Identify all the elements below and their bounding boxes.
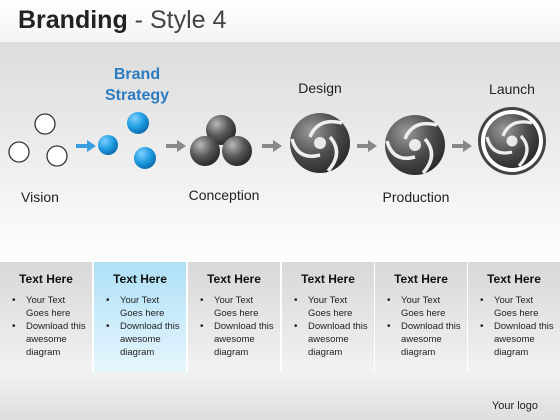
three-gray-spheres-icon xyxy=(190,115,252,166)
text-column: Text Here Your Text Goes here Download t… xyxy=(282,262,374,372)
bullet-list: Your Text Goes here Download this awesom… xyxy=(198,294,278,359)
text-column: Text Here Your Text Goes here Download t… xyxy=(468,262,560,372)
column-heading: Text Here xyxy=(394,272,448,286)
arrow-right-icon xyxy=(357,140,377,152)
step-label-conception: Conception xyxy=(188,187,260,203)
bullet-item: Your Text Goes here xyxy=(198,294,278,320)
bullet-item: Your Text Goes here xyxy=(385,294,465,320)
bullet-list: Your Text Goes here Download this awesom… xyxy=(292,294,372,359)
step-label-vision: Vision xyxy=(21,189,59,205)
column-heading: Text Here xyxy=(207,272,261,286)
arrow-right-icon xyxy=(166,140,186,152)
bullet-list: Your Text Goes here Download this awesom… xyxy=(478,294,558,359)
text-column: Text Here Your Text Goes here Download t… xyxy=(0,262,92,372)
bullet-list: Your Text Goes here Download this awesom… xyxy=(104,294,184,359)
bullet-item: Your Text Goes here xyxy=(478,294,558,320)
bullet-item: Your Text Goes here xyxy=(104,294,184,320)
arrow-right-icon xyxy=(452,140,472,152)
swirl-circle-icon xyxy=(290,113,350,173)
three-blue-balls-icon xyxy=(98,112,156,169)
column-heading: Text Here xyxy=(19,272,73,286)
page-title: Branding - Style 4 xyxy=(18,6,226,35)
step-label-launch: Launch xyxy=(489,81,535,97)
title-bar: Branding - Style 4 xyxy=(0,0,560,42)
arrow-right-icon xyxy=(76,140,96,152)
title-sub: - Style 4 xyxy=(134,6,227,34)
logo-placeholder: Your logo xyxy=(491,400,538,412)
swirl-circle-icon xyxy=(385,115,445,175)
text-column: Text Here Your Text Goes here Download t… xyxy=(188,262,280,372)
column-heading: Text Here xyxy=(113,272,167,286)
bullet-item: Your Text Goes here xyxy=(10,294,90,320)
text-column: Text Here Your Text Goes here Download t… xyxy=(375,262,467,372)
title-main: Branding xyxy=(18,6,128,34)
step-label-brand-strategy: Brand Strategy xyxy=(104,66,170,104)
column-heading: Text Here xyxy=(301,272,355,286)
bullet-item: Download this awesome diagram xyxy=(292,320,372,359)
step-label-production: Production xyxy=(382,189,450,205)
arrow-right-icon xyxy=(262,140,282,152)
swirl-circle-ringed-icon xyxy=(478,107,546,175)
bullet-item: Download this awesome diagram xyxy=(478,320,558,359)
column-heading: Text Here xyxy=(487,272,541,286)
three-outline-circles-icon xyxy=(8,113,68,167)
step-label-design: Design xyxy=(298,80,342,96)
bullet-list: Your Text Goes here Download this awesom… xyxy=(385,294,465,359)
diagram-band xyxy=(0,42,560,267)
text-column-active: Text Here Your Text Goes here Download t… xyxy=(94,262,186,372)
text-columns: Text Here Your Text Goes here Download t… xyxy=(0,262,560,372)
bullet-item: Download this awesome diagram xyxy=(10,320,90,359)
bullet-item: Download this awesome diagram xyxy=(385,320,465,359)
footer-bar: Your logo xyxy=(0,372,560,420)
bullet-item: Your Text Goes here xyxy=(292,294,372,320)
bullet-item: Download this awesome diagram xyxy=(198,320,278,359)
bullet-list: Your Text Goes here Download this awesom… xyxy=(10,294,90,359)
bullet-item: Download this awesome diagram xyxy=(104,320,184,359)
